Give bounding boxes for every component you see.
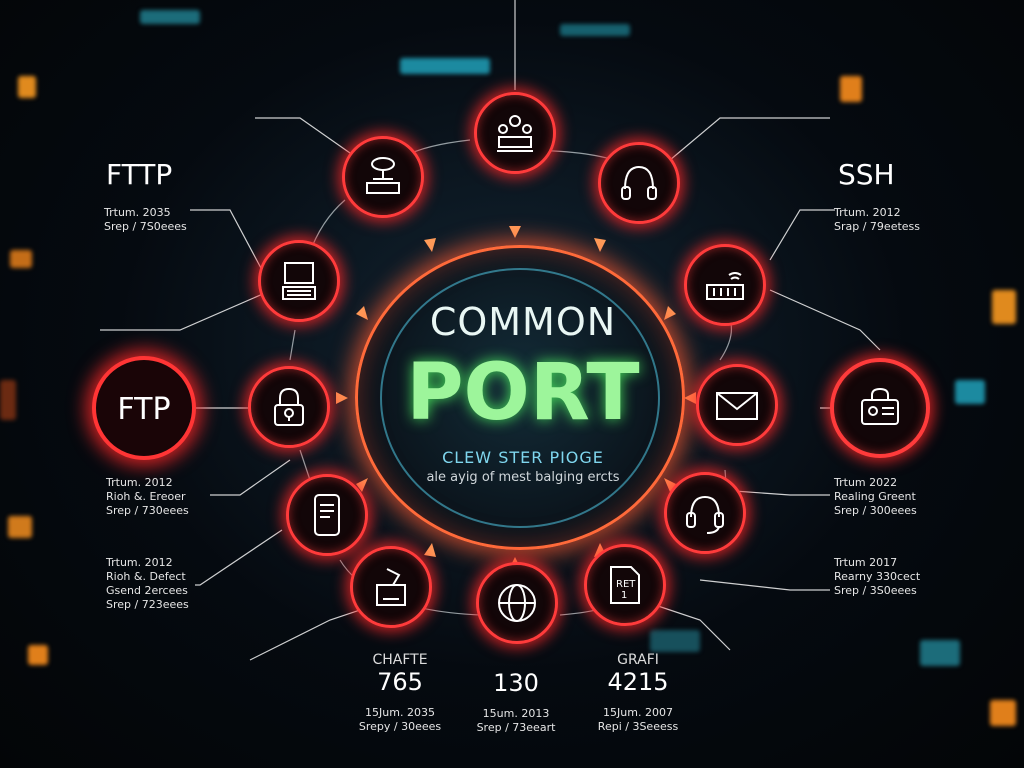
bottom-stat-2-number: 130 <box>493 669 539 697</box>
bottom-stat-3-line-1: 15Jum. 2007 <box>603 706 673 719</box>
headphones-icon <box>621 165 657 200</box>
document-icon: RET 1 <box>610 566 640 604</box>
hub-inner-ring <box>380 268 660 528</box>
node-mail[interactable] <box>696 364 778 446</box>
ftp-line-3: Srep / 730eees <box>106 504 189 517</box>
bottom-stat-2-caption <box>456 652 576 669</box>
left-lower-details: Trtum. 2012 Rioh &. Defect Gsend 2ercees… <box>106 556 189 612</box>
svg-text:1: 1 <box>621 590 627 601</box>
network-icon <box>366 157 400 194</box>
bottom-stat-3-number: 4215 <box>607 668 669 696</box>
fttp-title: FTTP <box>106 158 173 191</box>
right-mid-line-1: Trtum 2022 <box>834 476 898 489</box>
ftp-badge[interactable]: FTP <box>92 356 196 460</box>
central-hub: COMMON PORT CLEW STER PIOGE ale ayig of … <box>355 245 685 550</box>
bottom-stat-2-line-1: 15um. 2013 <box>482 707 550 720</box>
node-document[interactable]: RET 1 <box>584 544 666 626</box>
headset-icon <box>686 495 724 534</box>
node-team[interactable] <box>474 92 556 174</box>
ssh-line-2: Srap / 79eetess <box>834 220 921 233</box>
right-mid-details: Trtum 2022 Realing Greent Srep / 300eees <box>834 476 917 518</box>
tablet-icon <box>314 494 340 536</box>
right-lower-line-1: Trtum 2017 <box>834 556 898 569</box>
svg-text:RET: RET <box>616 579 636 590</box>
fttp-line-2: Srep / 7S0eees <box>104 220 187 233</box>
lock-icon <box>274 387 304 426</box>
node-terminal[interactable] <box>258 240 340 322</box>
right-mid-line-3: Srep / 300eees <box>834 504 917 517</box>
team-icon <box>497 115 533 152</box>
hub-subtitle: CLEW STER PIOGE <box>442 448 604 467</box>
left-lower-line-3: Gsend 2ercees <box>106 584 188 597</box>
id-card-icon <box>861 387 899 425</box>
node-globe[interactable] <box>476 562 558 644</box>
mail-icon <box>716 392 758 420</box>
ssh-line-1: Trtum. 2012 <box>834 206 901 219</box>
package-icon <box>376 568 406 606</box>
router-icon <box>706 272 744 300</box>
bottom-stat-1-line-2: Srepy / 30eees <box>358 720 442 733</box>
node-headset[interactable] <box>664 472 746 554</box>
ftp-line-2: Rioh &. Ereoer <box>106 490 186 503</box>
hub-title-port: PORT <box>406 348 640 438</box>
bottom-stat-1-number: 765 <box>377 668 423 696</box>
bottom-stat-1-caption: CHAFTE <box>372 652 428 668</box>
bottom-stat-3: GRAFI 4215 15Jum. 2007 Repi / 3Seeess <box>578 652 698 734</box>
fttp-details: Trtum. 2035 Srep / 7S0eees <box>104 206 187 234</box>
bottom-stat-3-caption: GRAFI <box>617 652 659 668</box>
right-lower-line-2: Rearny 330cect <box>834 570 921 583</box>
left-lower-line-1: Trtum. 2012 <box>106 556 173 569</box>
left-lower-line-4: Srep / 723eees <box>106 598 189 611</box>
node-router[interactable] <box>684 244 766 326</box>
ssh-details: Trtum. 2012 Srap / 79eetess <box>834 206 920 234</box>
ssh-title: SSH <box>838 158 895 191</box>
ftp-details: Trtum. 2012 Rioh &. Ereoer Srep / 730eee… <box>106 476 189 518</box>
ftp-badge-label: FTP <box>117 392 171 427</box>
ftp-line-1: Trtum. 2012 <box>106 476 173 489</box>
hub-caption: ale ayig of mest balging ercts <box>426 470 620 485</box>
right-mid-line-2: Realing Greent <box>834 490 916 503</box>
bottom-stat-2: 130 15um. 2013 Srep / 73eeart <box>456 652 576 735</box>
hub-title-common: COMMON <box>429 300 617 344</box>
node-headphones[interactable] <box>598 142 680 224</box>
bottom-stat-2-line-2: Srep / 73eeart <box>476 721 556 734</box>
node-tablet[interactable] <box>286 474 368 556</box>
node-package[interactable] <box>350 546 432 628</box>
node-network[interactable] <box>342 136 424 218</box>
node-lock[interactable] <box>248 366 330 448</box>
node-id-card[interactable] <box>830 358 930 458</box>
fttp-line-1: Trtum. 2035 <box>104 206 171 219</box>
right-lower-details: Trtum 2017 Rearny 330cect Srep / 3S0eees <box>834 556 920 598</box>
right-lower-line-3: Srep / 3S0eees <box>834 584 917 597</box>
bottom-stat-1-line-1: 15Jum. 2035 <box>365 706 435 719</box>
left-lower-line-2: Rioh &. Defect <box>106 570 186 583</box>
bottom-stat-3-line-2: Repi / 3Seeess <box>597 720 679 733</box>
globe-icon <box>498 584 536 622</box>
terminal-icon <box>282 262 316 300</box>
bottom-stat-1: CHAFTE 765 15Jum. 2035 Srepy / 30eees <box>340 652 460 734</box>
